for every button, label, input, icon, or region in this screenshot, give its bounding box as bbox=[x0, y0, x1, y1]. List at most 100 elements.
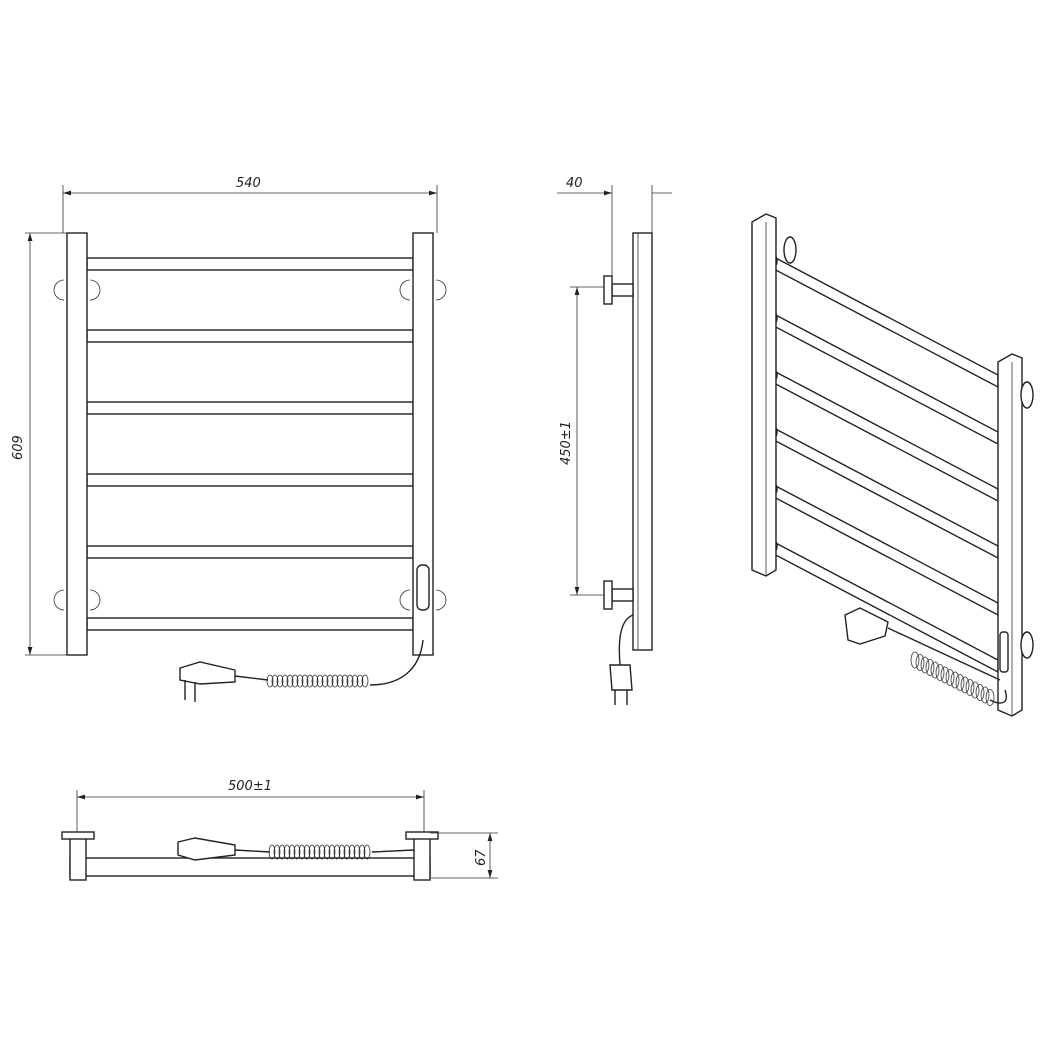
isometric-view bbox=[751, 213, 1034, 717]
coil-loop bbox=[313, 844, 321, 860]
coil-loop bbox=[323, 844, 331, 860]
coil-loop bbox=[960, 676, 970, 694]
front-rail bbox=[86, 545, 414, 559]
coil-loop bbox=[321, 674, 329, 688]
coil-loop bbox=[940, 666, 950, 684]
coil-loop bbox=[920, 656, 930, 674]
side-view: 40 450±1 bbox=[557, 176, 672, 705]
coil-loop bbox=[326, 674, 334, 688]
dimension-projection-label: 67 bbox=[474, 849, 489, 866]
top-plug bbox=[177, 837, 236, 861]
wall-mount-outlines bbox=[53, 279, 447, 611]
side-panel bbox=[632, 232, 653, 651]
front-rail bbox=[86, 401, 414, 415]
top-cord bbox=[234, 849, 415, 853]
iso-rail bbox=[769, 367, 999, 503]
coil-loop bbox=[925, 659, 935, 676]
coil-loop bbox=[945, 669, 955, 686]
extension-lines bbox=[25, 185, 438, 656]
left-flange-top bbox=[61, 831, 95, 840]
iso-rails bbox=[766, 253, 999, 674]
coil-loop bbox=[331, 674, 339, 688]
front-rail bbox=[86, 329, 414, 343]
coil-loop bbox=[288, 844, 296, 860]
left-post-top bbox=[69, 837, 87, 881]
coil-loop bbox=[975, 684, 985, 701]
coil-loop bbox=[316, 674, 324, 688]
iso-right-post bbox=[997, 353, 1023, 717]
front-rail bbox=[86, 257, 414, 271]
dimension-width-label: 540 bbox=[236, 176, 261, 191]
coil-loop bbox=[276, 674, 284, 688]
iso-thermostat bbox=[999, 631, 1009, 673]
coil-loop bbox=[358, 844, 366, 860]
coil-loop bbox=[278, 844, 286, 860]
coil-loop bbox=[970, 681, 980, 699]
iso-rail bbox=[769, 310, 999, 446]
coil-loop bbox=[346, 674, 354, 688]
dimension-mount-width-label: 500±1 bbox=[228, 779, 272, 794]
iso-mount bbox=[1020, 381, 1034, 409]
dimension-depth-label: 40 bbox=[566, 176, 583, 191]
iso-rail bbox=[769, 253, 999, 389]
coil-loop bbox=[336, 674, 344, 688]
coil-loop bbox=[351, 674, 359, 688]
coil-loop bbox=[301, 674, 309, 688]
dimension-mount-label: 450±1 bbox=[559, 421, 574, 465]
coil-loop bbox=[306, 674, 314, 688]
coil-loop bbox=[286, 674, 294, 688]
power-cable bbox=[369, 639, 424, 686]
coil-loop bbox=[338, 844, 346, 860]
coil-loop bbox=[283, 844, 291, 860]
coil-loop bbox=[298, 844, 306, 860]
iso-rail bbox=[769, 424, 999, 560]
coil-loop bbox=[348, 844, 356, 860]
iso-mount bbox=[1020, 631, 1034, 659]
iso-rail bbox=[769, 538, 999, 674]
coil-loop bbox=[266, 674, 274, 688]
coil-loop bbox=[930, 661, 940, 679]
coil-loop bbox=[353, 844, 361, 860]
plug-body bbox=[179, 661, 236, 685]
coil-loop bbox=[333, 844, 341, 860]
coil-loop bbox=[341, 674, 349, 688]
side-cable bbox=[618, 614, 634, 666]
front-rails bbox=[86, 257, 414, 631]
coil-loop bbox=[363, 844, 371, 860]
coil-loop bbox=[311, 674, 319, 688]
thermostat bbox=[416, 564, 430, 611]
coil-loop bbox=[965, 679, 975, 696]
dimension-height-label: 609 bbox=[11, 435, 26, 460]
lower-mount-tube bbox=[611, 588, 634, 602]
coil-loop bbox=[910, 651, 920, 669]
iso-rail bbox=[769, 481, 999, 617]
side-extension-lines bbox=[570, 185, 653, 596]
upper-mount-flange bbox=[603, 275, 613, 305]
plug-pins bbox=[184, 680, 196, 702]
coil-loop bbox=[343, 844, 351, 860]
cable-coil bbox=[266, 674, 369, 688]
right-flange-top bbox=[405, 831, 439, 840]
coil-loop bbox=[273, 844, 281, 860]
top-bar bbox=[69, 857, 431, 877]
iso-left-post bbox=[751, 213, 777, 577]
front-view: 540 609 bbox=[11, 176, 447, 702]
front-rail bbox=[86, 617, 414, 631]
coil-loop bbox=[356, 674, 364, 688]
lower-mount-flange bbox=[603, 580, 613, 610]
top-coil bbox=[234, 844, 415, 860]
coil-loop bbox=[935, 664, 945, 681]
front-rail bbox=[86, 473, 414, 487]
side-plug bbox=[609, 664, 633, 691]
coil-loop bbox=[955, 674, 965, 691]
coil-loop bbox=[318, 844, 326, 860]
iso-coil bbox=[910, 651, 995, 706]
left-post bbox=[66, 232, 88, 656]
upper-mount-tube bbox=[611, 283, 634, 297]
coil-loop bbox=[328, 844, 336, 860]
coil-loop bbox=[980, 686, 990, 704]
coil-loop bbox=[950, 671, 960, 689]
right-post bbox=[412, 232, 434, 656]
